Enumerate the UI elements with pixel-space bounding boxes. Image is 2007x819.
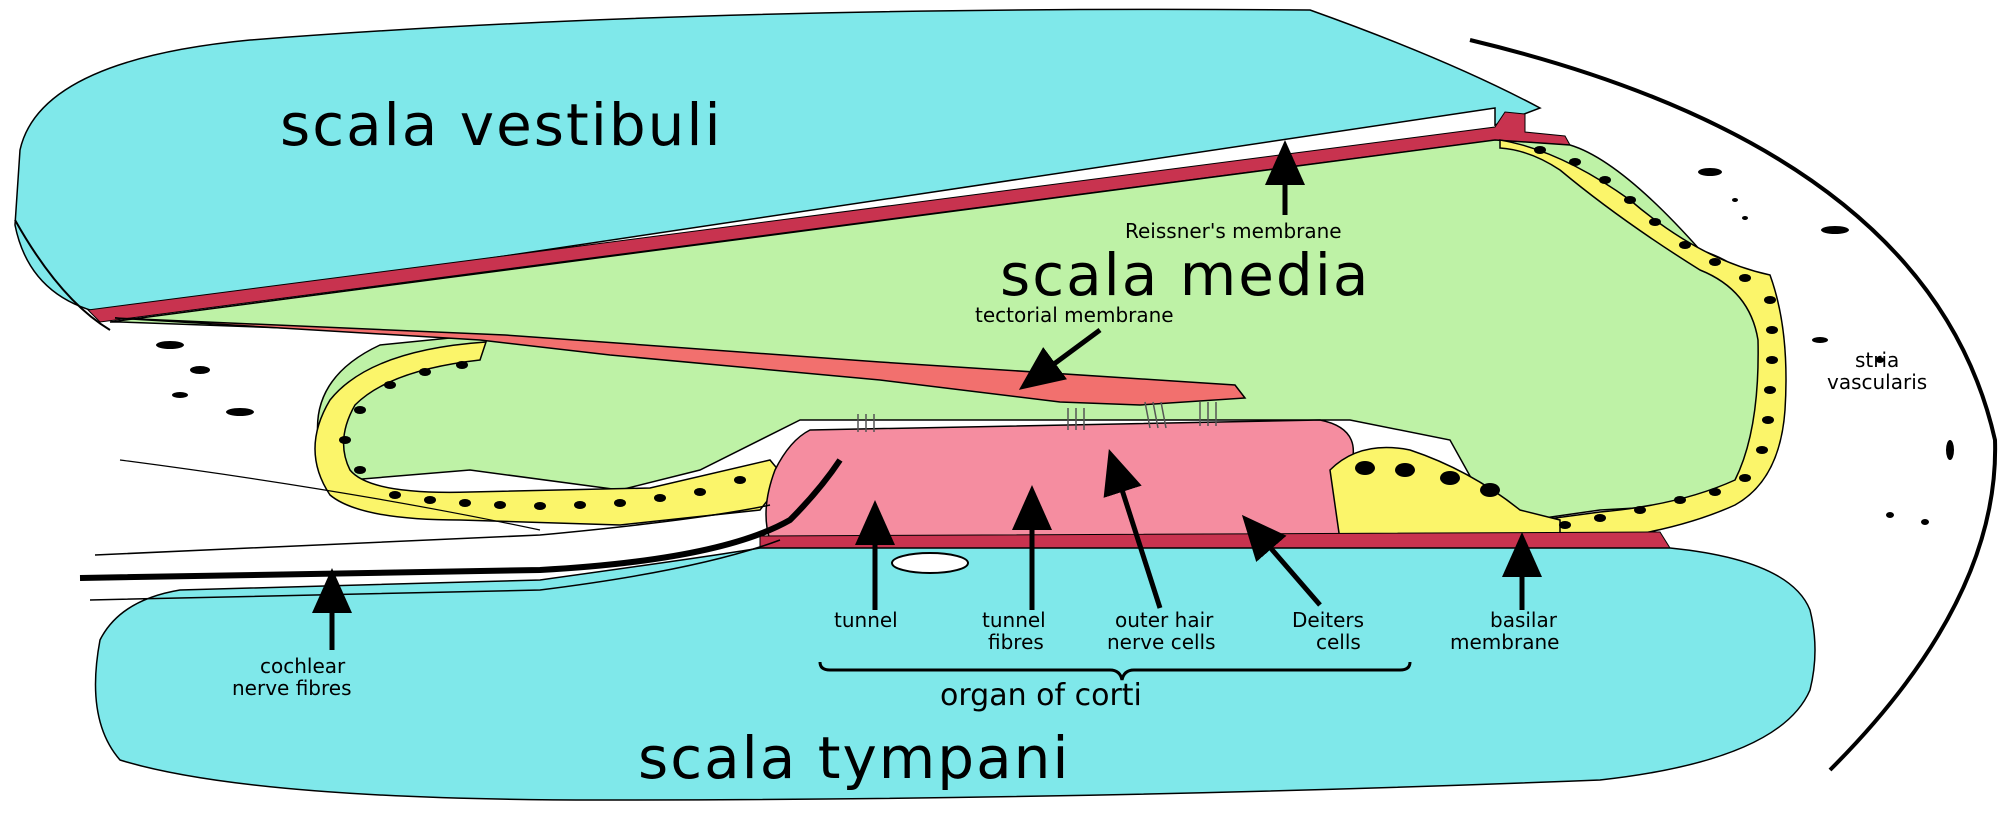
cell-nucleus: [1634, 506, 1646, 514]
cell-nucleus: [1440, 471, 1460, 485]
cell-nucleus: [419, 368, 431, 376]
cell-nucleus: [1766, 326, 1778, 334]
tectorial-membrane-label: tectorial membrane: [975, 303, 1174, 327]
cell-nucleus: [1709, 258, 1721, 266]
cochlear-label-line1: cochlear: [260, 654, 346, 678]
cell-nucleus: [1679, 241, 1691, 249]
stria-label-line2: vascularis: [1827, 370, 1927, 394]
basilar-label-line2: membrane: [1450, 630, 1559, 654]
tunnel-ellipse: [892, 553, 968, 573]
basilar-label-line1: basilar: [1490, 608, 1558, 632]
cell-nucleus: [1764, 296, 1776, 304]
scala-tympani-label: scala tympani: [638, 724, 1071, 792]
cell-nucleus: [1569, 158, 1581, 166]
cell-nucleus: [694, 488, 706, 496]
cell-nucleus: [354, 466, 366, 474]
cell-nucleus: [1762, 416, 1774, 424]
outer-hair-label-line2: nerve cells: [1107, 630, 1216, 654]
cell-nucleus: [1739, 274, 1751, 282]
cell-nucleus: [1739, 474, 1751, 482]
cell-nucleus: [354, 406, 366, 414]
cell-nucleus: [1480, 483, 1500, 497]
cell-nucleus: [1709, 488, 1721, 496]
tunnel-fibres-label-line1: tunnel: [982, 608, 1046, 632]
cell-nucleus: [1674, 496, 1686, 504]
cell-nucleus: [1534, 146, 1546, 154]
cell-nucleus: [574, 501, 586, 509]
cell-nucleus: [654, 494, 666, 502]
cell-nucleus: [614, 499, 626, 507]
scala-vestibuli-label: scala vestibuli: [280, 91, 723, 159]
scala-media-label: scala media: [1000, 241, 1370, 309]
cell-nucleus: [1764, 386, 1776, 394]
cell-nucleus: [384, 381, 396, 389]
outer-hair-label-line1: outer hair: [1115, 608, 1214, 632]
tunnel-label: tunnel: [834, 608, 898, 632]
stria-label-line1: stria: [1855, 348, 1899, 372]
cell-nucleus: [1599, 176, 1611, 184]
cell-nucleus: [1649, 218, 1661, 226]
cochlear-label-line2: nerve fibres: [232, 676, 352, 700]
cell-nucleus: [734, 476, 746, 484]
organ-of-corti-label: organ of corti: [940, 678, 1142, 713]
tunnel-fibres-label-line2: fibres: [988, 630, 1044, 654]
cell-nucleus: [424, 496, 436, 504]
cell-nucleus: [389, 491, 401, 499]
cell-nucleus: [1624, 196, 1636, 204]
cell-nucleus: [1594, 514, 1606, 522]
cell-nucleus: [459, 499, 471, 507]
cell-nucleus: [534, 502, 546, 510]
cell-nucleus: [1395, 463, 1415, 477]
cell-nucleus: [494, 501, 506, 509]
cell-nucleus: [1766, 356, 1778, 364]
cell-nucleus: [1756, 446, 1768, 454]
cell-nucleus: [1559, 521, 1571, 529]
cell-nucleus: [456, 361, 468, 369]
deiters-label-line1: Deiters: [1292, 608, 1364, 632]
reissners-membrane-label: Reissner's membrane: [1125, 219, 1342, 243]
cell-nucleus: [1355, 461, 1375, 475]
organ-of-corti-body: [766, 420, 1353, 540]
deiters-label-line2: cells: [1316, 630, 1361, 654]
cell-nucleus: [339, 436, 351, 444]
